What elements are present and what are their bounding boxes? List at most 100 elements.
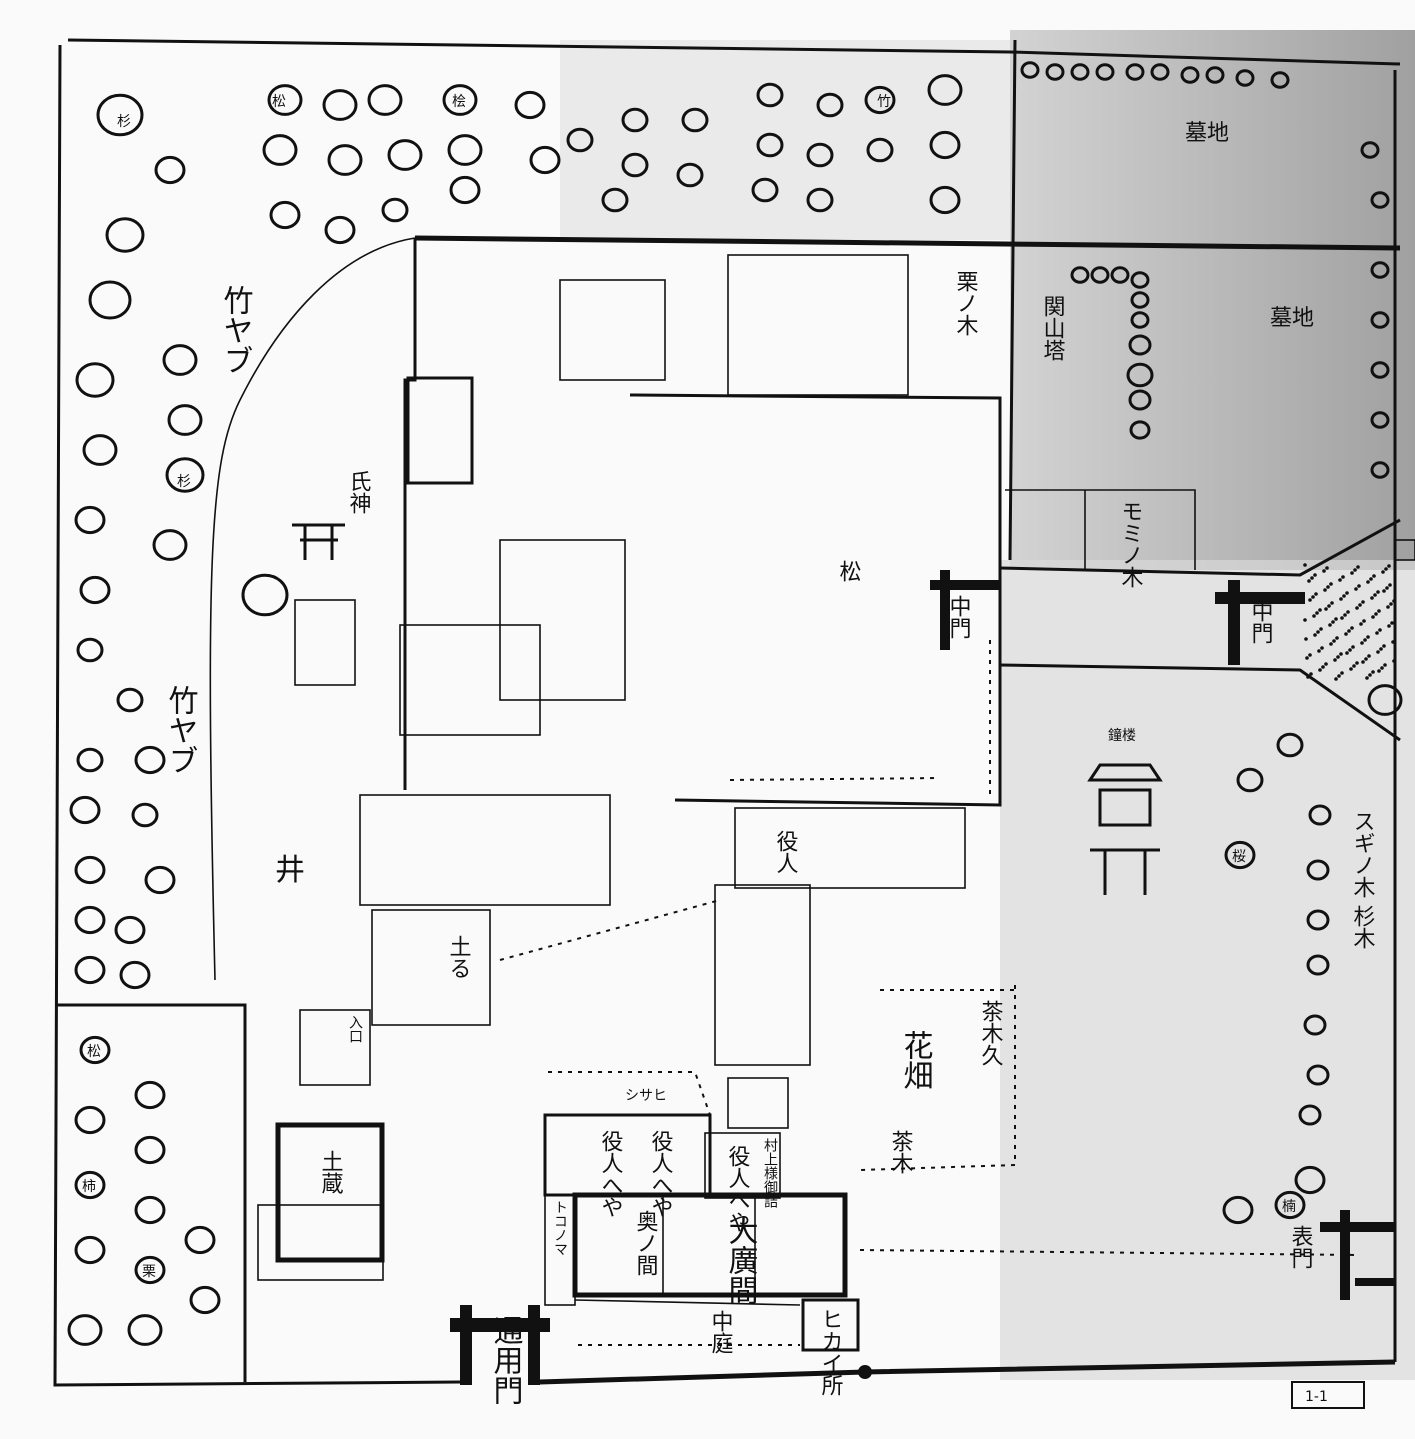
shihi-label: シサヒ xyxy=(625,1088,667,1104)
grove-dot xyxy=(1354,587,1358,591)
tree-icon xyxy=(1367,684,1403,716)
grove-dot xyxy=(1334,617,1338,621)
tree-icon xyxy=(756,82,784,108)
grove-dot xyxy=(1368,673,1372,677)
tree-icon xyxy=(621,152,649,178)
tree-icon xyxy=(165,457,205,493)
tree-icon xyxy=(449,175,481,205)
tree-icon xyxy=(1180,66,1200,84)
tree-icon xyxy=(1045,63,1065,81)
tree-icon xyxy=(514,90,546,120)
tree-icon xyxy=(601,187,629,213)
tree-icon xyxy=(1306,954,1330,976)
grove-dot xyxy=(1376,590,1380,594)
grand-hall-label: 大廣間 xyxy=(723,1215,759,1305)
tree-label: 松 xyxy=(272,94,286,110)
grove-dot xyxy=(1338,578,1342,582)
tree-icon xyxy=(367,84,403,116)
tree-icon xyxy=(1070,63,1090,81)
tree-icon xyxy=(1128,334,1152,356)
grove-dot xyxy=(1356,565,1360,569)
grove-dot xyxy=(1366,580,1370,584)
tea-trees-2-label: 茶木 xyxy=(888,1130,914,1174)
tree-icon xyxy=(134,1080,166,1110)
grove-dot xyxy=(1349,667,1353,671)
grove-dot xyxy=(1319,627,1323,631)
tree-icon xyxy=(566,127,594,153)
grove-dot xyxy=(1331,620,1335,624)
tree-icon xyxy=(387,139,423,171)
tree-icon xyxy=(1130,271,1150,289)
grove-dot xyxy=(1310,576,1314,580)
tree-icon xyxy=(189,1285,221,1315)
grove-dot xyxy=(1315,611,1319,615)
tree-icon xyxy=(82,434,118,466)
tree-icon xyxy=(324,215,356,245)
grove-dot xyxy=(1344,632,1348,636)
bamboo-grove-label-2: 竹ヤブ xyxy=(163,685,199,775)
middle-gate-label: 中門 xyxy=(946,595,971,639)
grove-dot xyxy=(1328,623,1332,627)
grove-dot xyxy=(1353,568,1357,572)
tree-icon xyxy=(131,802,159,828)
tree-icon xyxy=(681,107,709,133)
tree-icon xyxy=(1370,191,1390,209)
grove-dot xyxy=(1305,656,1309,660)
grove-dot xyxy=(1326,585,1330,589)
tree-label: 松 xyxy=(87,1044,101,1060)
tree-icon xyxy=(447,134,483,166)
grove-dot xyxy=(1342,594,1346,598)
grove-dot xyxy=(1373,593,1377,597)
grove-dot xyxy=(1383,663,1387,667)
tree-icon xyxy=(322,89,358,121)
tree-icon xyxy=(929,185,961,215)
grove-dot xyxy=(1371,670,1375,674)
tree-icon xyxy=(381,197,409,223)
grove-dot xyxy=(1363,638,1367,642)
grove-dot xyxy=(1346,610,1350,614)
grove-dot xyxy=(1355,606,1359,610)
tree-icon xyxy=(162,344,198,376)
grove-dot xyxy=(1337,674,1341,678)
grove-dot xyxy=(1384,567,1388,571)
tree-icon xyxy=(241,573,289,617)
grove-dot xyxy=(1376,650,1380,654)
grove-dot xyxy=(1351,645,1355,649)
tree-icon xyxy=(74,505,106,535)
tree-icon xyxy=(79,575,111,605)
grove-dot xyxy=(1389,602,1393,606)
grove-dot xyxy=(1341,575,1345,579)
grove-dot xyxy=(1313,633,1317,637)
grove-dot xyxy=(1311,595,1315,599)
right-gate-label: 表門 xyxy=(1288,1225,1314,1269)
grove-dot xyxy=(1382,589,1386,593)
grove-dot xyxy=(1359,622,1363,626)
main-compound-walls xyxy=(257,238,1415,1281)
grove-dot xyxy=(1313,573,1317,577)
grove-dot xyxy=(1345,591,1349,595)
tree-icon xyxy=(1370,361,1390,379)
tree-icon xyxy=(152,529,188,561)
officials-hall-label: 役人 xyxy=(773,830,799,874)
grove-dot xyxy=(1352,664,1356,668)
grove-dot xyxy=(1329,582,1333,586)
flower-field-label: 花畑 xyxy=(898,1030,934,1090)
tree-icon xyxy=(74,1170,106,1200)
tree-icon xyxy=(96,93,144,137)
tree-icon xyxy=(1276,732,1304,758)
tree-icon xyxy=(751,177,779,203)
tree-icon xyxy=(929,130,961,160)
murakami-label: 村上様御詰 xyxy=(762,1138,778,1208)
tree-icon xyxy=(1205,66,1225,84)
tree-icon xyxy=(1222,1195,1254,1225)
grove-dot xyxy=(1350,626,1354,630)
tree-icon xyxy=(105,217,145,253)
grove-dot xyxy=(1371,615,1375,619)
tree-label: 栗 xyxy=(142,1264,156,1280)
inner-gate-icon xyxy=(1215,580,1305,665)
grove-dot xyxy=(1335,636,1339,640)
grove-dot xyxy=(1336,655,1340,659)
tree-icon xyxy=(1308,804,1332,826)
grove-dot xyxy=(1330,601,1334,605)
